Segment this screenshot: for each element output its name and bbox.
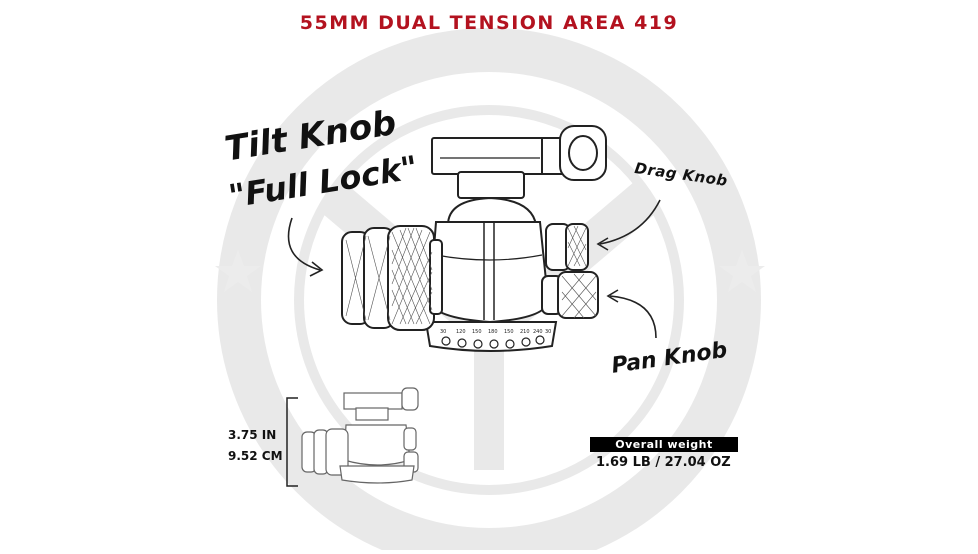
watermark-stars — [215, 250, 765, 292]
svg-text:150: 150 — [504, 329, 514, 335]
degree-scale: 30 120 150 180 150 210 240 30 — [440, 329, 551, 335]
svg-text:120: 120 — [456, 329, 466, 335]
page-title: 55MM DUAL TENSION AREA 419 — [299, 12, 679, 34]
svg-text:30: 30 — [440, 329, 446, 335]
thumbnail-illustration — [301, 387, 419, 484]
height-bracket — [286, 397, 298, 487]
height-inches: 3.75 IN — [228, 428, 277, 442]
svg-text:180: 180 — [488, 329, 498, 335]
weight-value: 1.69 LB / 27.04 OZ — [596, 455, 731, 470]
svg-text:150: 150 — [472, 329, 482, 335]
svg-text:240: 240 — [533, 329, 543, 335]
height-centimeters: 9.52 CM — [228, 449, 283, 463]
pan-arrow — [609, 295, 657, 339]
svg-text:30: 30 — [545, 329, 551, 335]
tilt-arrow — [287, 217, 321, 271]
drag-arrow — [599, 199, 661, 245]
knurling — [345, 225, 597, 325]
svg-text:210: 210 — [520, 329, 530, 335]
weight-header: Overall weight — [590, 437, 738, 452]
callout-arrows — [287, 199, 661, 339]
